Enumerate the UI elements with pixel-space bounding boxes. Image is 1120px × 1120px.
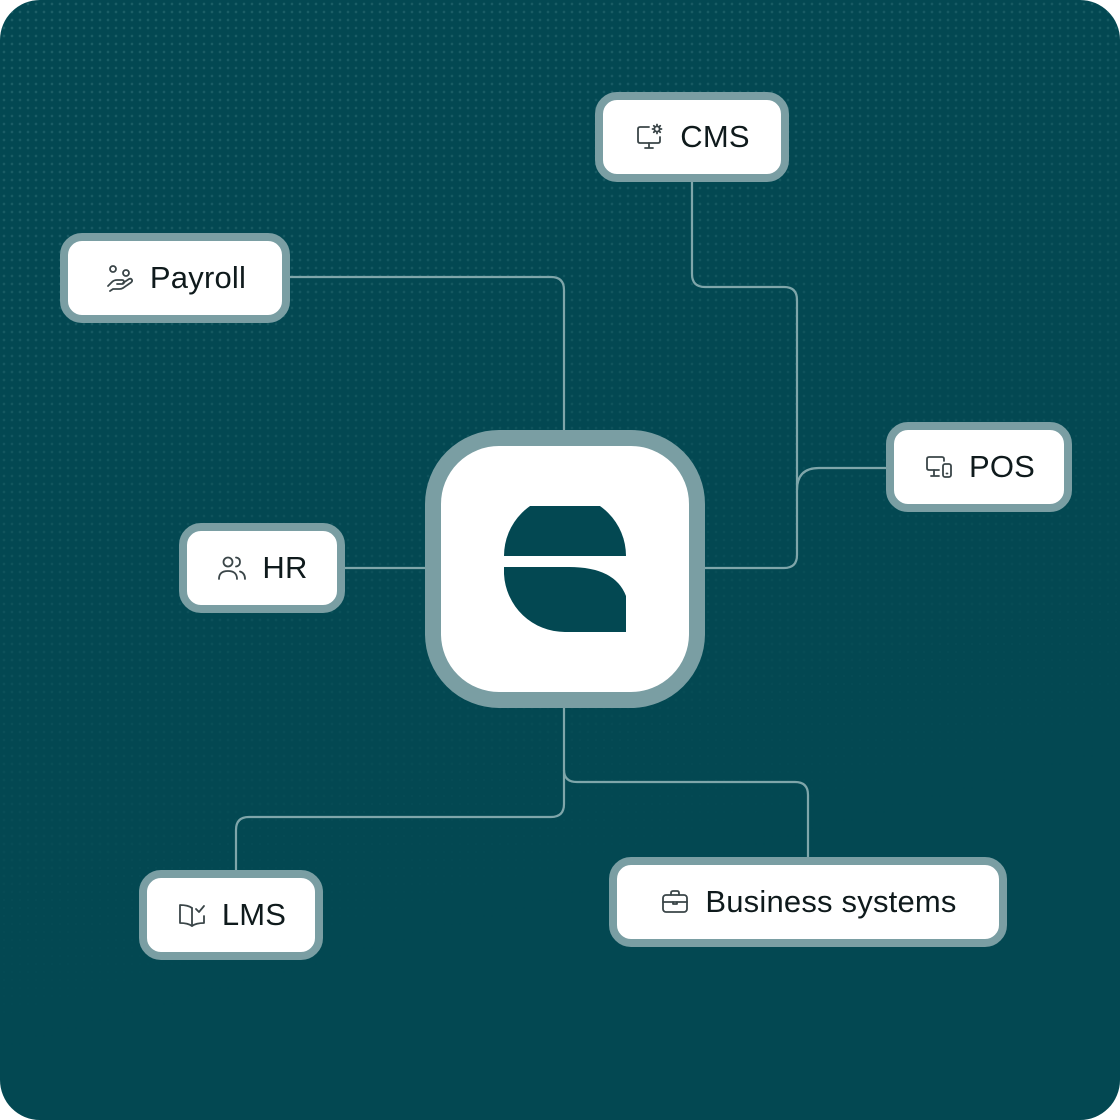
monitor-gear-icon bbox=[634, 121, 666, 153]
pos-node[interactable]: POS bbox=[886, 422, 1072, 512]
hand-coins-icon bbox=[104, 262, 136, 294]
devices-icon bbox=[923, 451, 955, 483]
users-icon bbox=[216, 552, 248, 584]
connector-payroll bbox=[290, 275, 566, 430]
business-systems-label: Business systems bbox=[705, 884, 957, 919]
business-systems-node[interactable]: Business systems bbox=[609, 857, 1007, 947]
pos-label: POS bbox=[968, 449, 1036, 484]
payroll-node[interactable]: Payroll bbox=[60, 233, 290, 323]
hr-node[interactable]: HR bbox=[179, 523, 345, 613]
connector-cms bbox=[690, 182, 799, 570]
connector-business bbox=[562, 769, 810, 857]
connector-lms bbox=[234, 708, 566, 870]
central-hub[interactable] bbox=[425, 430, 705, 708]
lms-node[interactable]: LMS bbox=[139, 870, 323, 960]
book-check-icon bbox=[176, 899, 208, 931]
hr-label: HR bbox=[262, 550, 308, 585]
payroll-label: Payroll bbox=[149, 260, 247, 295]
platform-logo-icon bbox=[502, 506, 628, 632]
briefcase-icon bbox=[659, 886, 691, 918]
cms-label: CMS bbox=[680, 119, 750, 154]
lms-label: LMS bbox=[221, 897, 287, 932]
connector-pos bbox=[795, 466, 888, 491]
cms-node[interactable]: CMS bbox=[595, 92, 789, 182]
